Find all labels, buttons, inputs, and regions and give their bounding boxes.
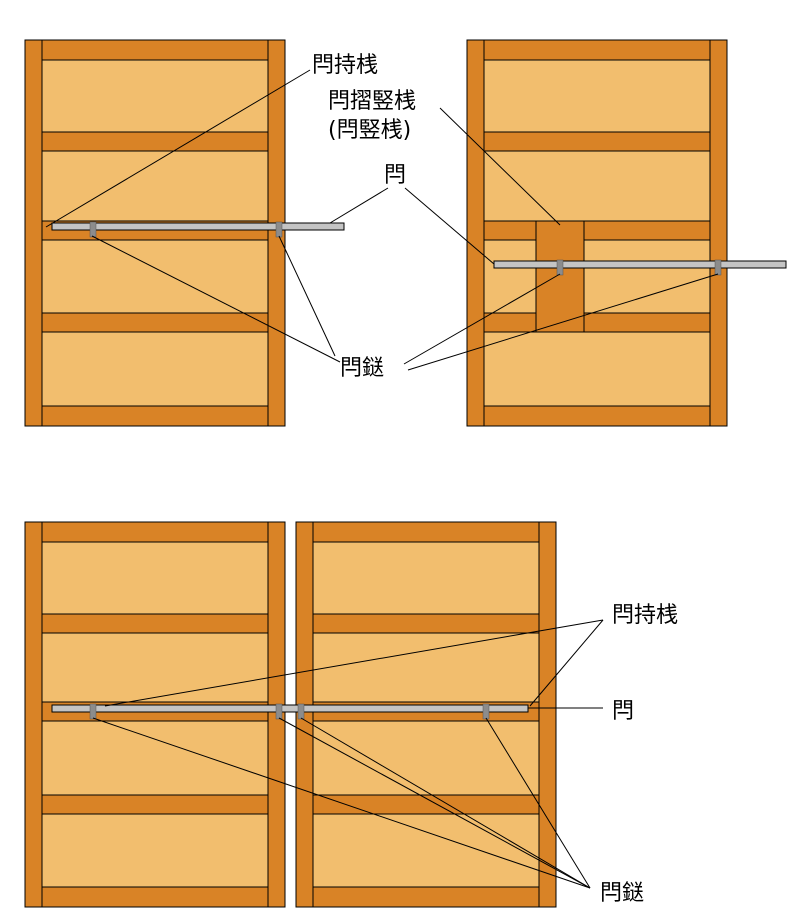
- rail: [483, 312, 711, 333]
- staple: [89, 703, 97, 720]
- door-top-left: [24, 39, 345, 427]
- door-bottom-right: [295, 521, 557, 908]
- staple: [297, 703, 305, 720]
- rail-top: [483, 39, 711, 61]
- rail-top: [41, 39, 269, 61]
- stile-right: [709, 39, 728, 427]
- staple: [482, 703, 490, 720]
- rail-top: [41, 521, 269, 543]
- stile-left: [24, 39, 43, 427]
- rail: [41, 312, 269, 333]
- bar-slide-stile: [535, 220, 585, 333]
- leader-lines: [45, 69, 719, 889]
- stile-left: [295, 521, 314, 908]
- label-staples-bottom: 閂鎹: [600, 881, 644, 906]
- label-bar-slide-stile: 閂摺竪桟: [328, 89, 416, 114]
- rail: [483, 220, 711, 241]
- rail: [41, 131, 269, 152]
- rail-top: [312, 521, 540, 543]
- rail: [41, 794, 269, 815]
- gate-bar: [51, 704, 529, 713]
- gate-bar: [493, 260, 787, 269]
- stile-left: [466, 39, 485, 427]
- stile-left: [24, 521, 43, 908]
- rail: [312, 613, 540, 634]
- door-bottom-left: [24, 521, 286, 908]
- gate-bar: [51, 222, 345, 231]
- staple: [556, 259, 564, 276]
- rail: [41, 613, 269, 634]
- rail-bottom: [41, 405, 269, 427]
- stile-right: [538, 521, 557, 908]
- rail-bottom: [483, 405, 711, 427]
- label-gate-bar-bottom: 閂: [612, 699, 634, 724]
- staple: [714, 259, 722, 276]
- staple: [89, 221, 97, 238]
- rail-bottom: [41, 886, 269, 908]
- rail: [483, 131, 711, 152]
- staple: [275, 221, 283, 238]
- rail-bottom: [312, 886, 540, 908]
- label-staples-top: 閂鎹: [340, 356, 384, 381]
- label-bar-holder-rail-bottom: 閂持桟: [612, 603, 678, 628]
- label-bar-slide-stile-alt: (閂竪桟): [328, 118, 411, 143]
- door-top-right: [466, 39, 787, 427]
- staple: [275, 703, 283, 720]
- label-bar-holder-rail-top: 閂持桟: [312, 53, 378, 78]
- label-gate-bar-top: 閂: [384, 163, 406, 188]
